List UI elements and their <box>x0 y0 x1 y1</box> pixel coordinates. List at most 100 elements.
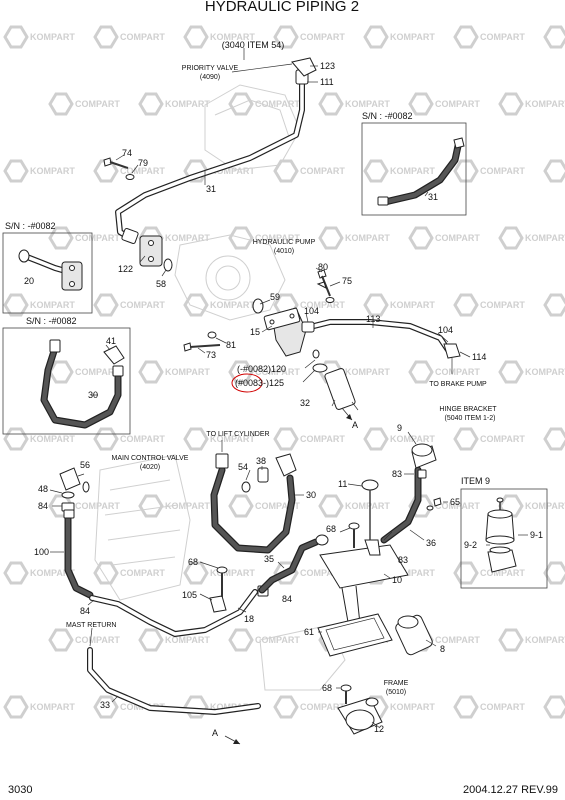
callout-32: 32 <box>300 398 310 408</box>
watermark-text: KOMPART <box>30 434 75 444</box>
callout-80: 80 <box>318 262 328 272</box>
label-mast-return: MAST RETURN <box>66 622 116 629</box>
watermark-stamp: KOMPART <box>183 25 255 49</box>
watermark-stamp: KOMPART <box>543 159 565 183</box>
watermark-layer: KOMPART COMPART KOMPART COMPART KOMPART COMPA… <box>3 25 565 719</box>
watermark-stamp: COMPART <box>228 628 300 652</box>
callout-81: 81 <box>226 340 236 350</box>
watermark-text: COMPART <box>300 568 345 578</box>
watermark-stamp: KOMPART <box>138 360 210 384</box>
label-sn-inset-20: S/N : -#0082 <box>5 221 56 231</box>
label-section-a-upper: A <box>352 420 358 430</box>
label-to-lift-cylinder: TO LIFT CYLINDER <box>206 431 269 438</box>
return-line-left <box>49 467 269 637</box>
label-hinge-bracket: HINGE BRACKET <box>439 406 497 413</box>
watermark-stamp: KOMPART <box>183 293 255 317</box>
callout-105: 105 <box>182 590 197 600</box>
callout-9: 9 <box>397 423 402 433</box>
label-main-control-valve-ref: (4020) <box>140 464 160 471</box>
callout-111: 111 <box>320 77 334 87</box>
watermark-stamp: COMPART <box>453 695 525 719</box>
watermark-stamp: KOMPART <box>3 561 75 585</box>
inset-box-sn-20 <box>2 232 93 314</box>
watermark-stamp: KOMPART <box>543 427 565 451</box>
callout-48: 48 <box>38 484 48 494</box>
watermark-text: KOMPART <box>165 501 210 511</box>
watermark-stamp: COMPART <box>93 25 165 49</box>
callout-35: 35 <box>264 554 274 564</box>
watermark-text: COMPART <box>300 32 345 42</box>
watermark-text: COMPART <box>75 233 120 243</box>
watermark-stamp: KOMPART <box>543 561 565 585</box>
callout-20: 20 <box>24 276 34 286</box>
watermark-stamp: COMPART <box>48 628 120 652</box>
label-section-a-lower: A <box>212 728 218 738</box>
watermark-text: KOMPART <box>210 300 255 310</box>
label-item9: ITEM 9 <box>461 476 490 486</box>
callout-56: 56 <box>80 460 90 470</box>
watermark-stamp: KOMPART <box>318 494 390 518</box>
watermark-text: KOMPART <box>210 32 255 42</box>
watermark-stamp: COMPART <box>453 293 525 317</box>
watermark-stamp: COMPART <box>48 92 120 116</box>
watermark-text: COMPART <box>255 367 300 377</box>
inset-box-sn-30 <box>2 327 131 435</box>
callout-8: 8 <box>440 644 445 654</box>
watermark-text: COMPART <box>435 635 480 645</box>
watermark-text: KOMPART <box>30 166 75 176</box>
watermark-text: KOMPART <box>165 367 210 377</box>
label-serial-120: (-#0082)120 <box>237 364 286 374</box>
watermark-text: COMPART <box>480 300 525 310</box>
watermark-stamp: COMPART <box>408 226 480 250</box>
callout-31-inset: 31 <box>428 192 438 202</box>
watermark-text: KOMPART <box>390 568 435 578</box>
watermark-text: COMPART <box>75 367 120 377</box>
watermark-stamp: COMPART <box>453 159 525 183</box>
watermark-text: KOMPART <box>165 635 210 645</box>
watermark-stamp: KOMPART <box>543 25 565 49</box>
label-hinge-bracket-ref: (5040 ITEM 1-2) <box>445 415 496 422</box>
section-arrows <box>224 407 353 745</box>
callout-33: 33 <box>100 700 110 710</box>
watermark-text: COMPART <box>255 99 300 109</box>
watermark-stamp: KOMPART <box>318 226 390 250</box>
watermark-text: KOMPART <box>30 300 75 310</box>
watermark-text: COMPART <box>435 99 480 109</box>
watermark-stamp: KOMPART <box>3 25 75 49</box>
callout-83-bottom: 83 <box>398 555 408 565</box>
watermark-stamp: COMPART <box>453 427 525 451</box>
watermark-text: COMPART <box>300 300 345 310</box>
callout-10: 10 <box>392 575 402 585</box>
watermark-text: KOMPART <box>30 32 75 42</box>
page-title: HYDRAULIC PIPING 2 <box>205 0 359 15</box>
watermark-text: COMPART <box>300 702 345 712</box>
watermark-stamp: COMPART <box>228 360 300 384</box>
watermark-text: COMPART <box>480 702 525 712</box>
watermark-stamp: KOMPART <box>3 695 75 719</box>
watermark-text: COMPART <box>120 166 165 176</box>
callout-74: 74 <box>122 148 132 158</box>
watermark-text: KOMPART <box>210 166 255 176</box>
watermark-text: COMPART <box>75 635 120 645</box>
callout-122: 122 <box>118 264 133 274</box>
watermark-text: COMPART <box>435 501 480 511</box>
watermark-text: KOMPART <box>165 99 210 109</box>
callout-31-main: 31 <box>206 184 216 194</box>
callout-83-top: 83 <box>392 469 402 479</box>
watermark-stamp: COMPART <box>228 494 300 518</box>
callout-61: 61 <box>304 627 314 637</box>
watermark-stamp: KOMPART <box>543 695 565 719</box>
callout-9-2: 9-2 <box>464 540 477 550</box>
callout-68-tank: 68 <box>326 524 336 534</box>
frame-breather-12 <box>336 684 383 735</box>
watermark-text: KOMPART <box>525 233 565 243</box>
callout-79: 79 <box>138 158 148 168</box>
label-frame: FRAME <box>384 680 409 687</box>
watermark-text: KOMPART <box>30 702 75 712</box>
label-hydraulic-pump-ref: (4010) <box>274 248 294 255</box>
callout-9-1: 9-1 <box>530 530 543 540</box>
watermark-stamp: KOMPART <box>498 92 565 116</box>
callout-30-inset: 30 <box>88 390 98 400</box>
watermark-text: KOMPART <box>390 166 435 176</box>
